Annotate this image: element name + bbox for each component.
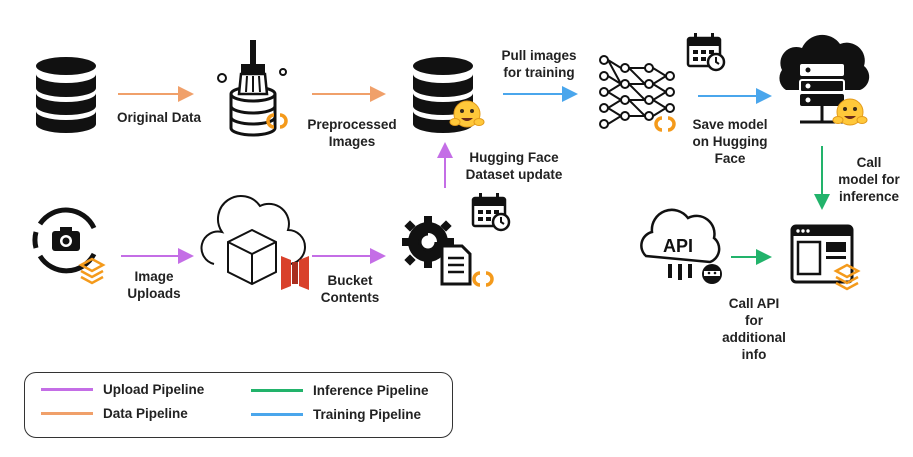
label-save-model: Save model on Hugging Face: [692, 117, 768, 166]
legend-swatch: [251, 413, 303, 416]
label-studio-logo-icon: [78, 257, 106, 285]
label-original-data: Original Data: [116, 110, 202, 125]
legend-swatch: [41, 412, 93, 415]
legend-item-inference: Inference Pipeline: [251, 383, 429, 398]
api-text: API: [663, 236, 693, 256]
data-cleaning-icon: [217, 40, 287, 137]
neural-network-icon: [599, 55, 675, 129]
ninja-badge-icon: [702, 264, 722, 284]
database-icon: [36, 57, 96, 133]
browser-app-icon: [790, 224, 854, 284]
label-call-model: Call model for inference: [838, 155, 900, 204]
legend-label: Inference Pipeline: [313, 383, 429, 398]
cloud-cube-icon: [200, 194, 306, 286]
colab-logo-icon: [472, 271, 494, 287]
label-hf-dataset-update: Hugging Face Dataset update: [465, 150, 563, 182]
legend-swatch: [41, 388, 93, 391]
legend: Upload Pipeline Data Pipeline Inference …: [24, 372, 453, 438]
label-pull-images: Pull images for training: [501, 48, 577, 80]
label-image-uploads: Image Uploads: [127, 269, 181, 301]
label-preprocessed-images: Preprocessed Images: [307, 117, 397, 149]
gear-document-icon: [402, 216, 472, 286]
server-cloud-icon: [779, 34, 870, 124]
label-bucket-contents: Bucket Contents: [320, 273, 380, 305]
legend-item-upload: Upload Pipeline: [41, 382, 204, 397]
label-studio-logo-icon: [833, 263, 861, 291]
calendar-icon: [471, 191, 511, 232]
legend-label: Training Pipeline: [313, 407, 422, 422]
calendar-icon: [686, 31, 726, 72]
legend-swatch: [251, 389, 303, 392]
legend-label: Data Pipeline: [103, 406, 188, 421]
aws-s3-icon: [281, 256, 309, 290]
api-cloud-icon: API: [640, 208, 721, 280]
legend-label: Upload Pipeline: [103, 382, 205, 397]
colab-logo-icon: [654, 116, 676, 132]
label-call-api: Call API for additional info: [722, 296, 786, 362]
legend-item-training: Training Pipeline: [251, 407, 421, 422]
legend-item-data: Data Pipeline: [41, 406, 188, 421]
